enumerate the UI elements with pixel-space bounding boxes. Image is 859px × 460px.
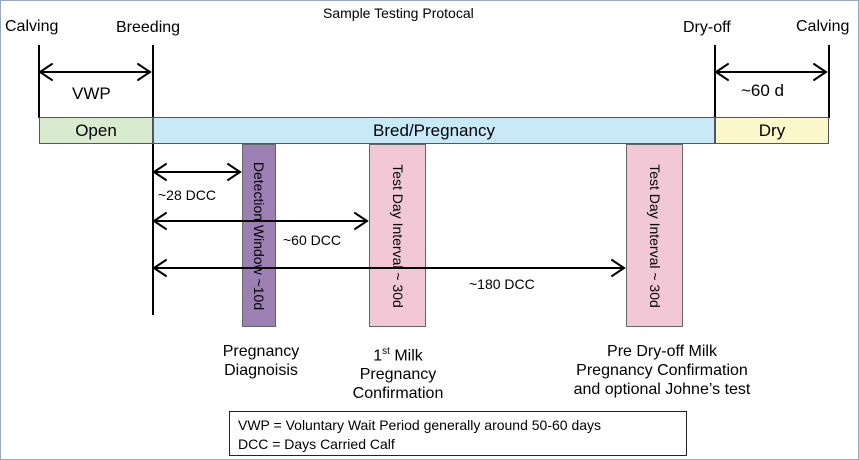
diagram-title: Sample Testing Protocal: [323, 5, 474, 21]
caption-dryoff-line1: Pre Dry-off Milk: [607, 343, 717, 360]
test-day-interval-1: Test Day Interval ~ 30d: [369, 144, 426, 327]
label-breeding: Breeding: [116, 19, 181, 36]
legend-dcc: DCC = Days Carried Calf: [238, 436, 395, 452]
calving-start-line: [38, 45, 40, 118]
caption-milk-line3: Confirmation: [352, 385, 444, 403]
dcc28-label: ~28 DCC: [158, 187, 216, 203]
caption-pregnancy-line2: Diagnoisis: [224, 362, 298, 379]
caption-dryoff-line3: and optional Johne’s test: [573, 381, 751, 398]
label-calving-end: Calving: [796, 18, 850, 35]
legend-vwp: VWP = Voluntary Wait Period generally ar…: [238, 417, 602, 433]
phase-bred-pregnancy: Bred/Pregnancy: [153, 117, 715, 144]
test-day-interval-2: Test Day Interval ~ 30d: [626, 144, 683, 327]
vwp-label: VWP: [72, 84, 111, 103]
phase-open: Open: [39, 117, 153, 144]
caption-pregnancy-diagnosis: Pregnancy Diagnoisis: [205, 342, 317, 380]
breeding-line: [152, 45, 154, 315]
dcc28-arrow: [152, 163, 242, 181]
caption-milk-number: 1: [373, 347, 383, 365]
dcc60-arrow: [152, 212, 369, 230]
caption-milk-word: Milk: [389, 347, 423, 365]
caption-milk-line1: 1st Milk: [337, 342, 459, 365]
caption-first-milk: 1st Milk Pregnancy Confirmation: [337, 342, 459, 403]
caption-pregnancy-line1: Pregnancy: [222, 343, 300, 360]
dry-length-arrow: [714, 63, 828, 81]
label-calving-start: Calving: [5, 18, 59, 35]
caption-pre-dry-off: Pre Dry-off Milk Pregnancy Confirmation …: [550, 342, 774, 399]
legend-box: VWP = Voluntary Wait Period generally ar…: [229, 411, 687, 456]
phase-open-label: Open: [75, 120, 117, 140]
caption-dryoff-line2: Pregnancy Confirmation: [576, 362, 748, 379]
vwp-arrow: [38, 63, 152, 81]
caption-milk-sup: st: [382, 346, 390, 357]
label-dry-off: Dry-off: [683, 19, 731, 36]
dcc60-label: ~60 DCC: [283, 232, 341, 248]
phase-dry-label: Dry: [758, 120, 786, 140]
caption-milk-line2: Pregnancy: [359, 366, 437, 384]
phase-dry: Dry: [715, 117, 829, 144]
dcc180-label: ~180 DCC: [469, 276, 535, 292]
detection-window: Detection Window ~10d: [242, 144, 276, 327]
phase-bred-label: Bred/Pregnancy: [373, 120, 495, 140]
dry-length-label: ~60 d: [741, 81, 785, 100]
calving-end-line: [828, 45, 830, 118]
dry-off-line: [714, 45, 716, 118]
dcc180-arrow: [152, 259, 626, 277]
